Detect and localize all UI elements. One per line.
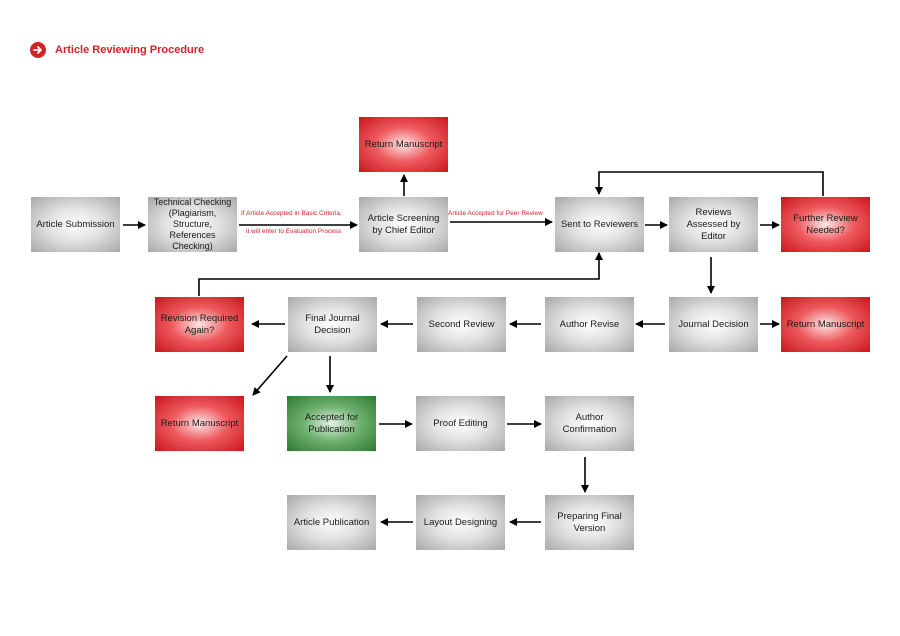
node-return-manuscript-3[interactable]: Return Manuscript xyxy=(155,396,244,451)
node-proof-editing[interactable]: Proof Editing xyxy=(416,396,505,451)
edge-label-peer-review: Article Accepted for Peer Review xyxy=(448,210,543,217)
node-return-manuscript-2[interactable]: Return Manuscript xyxy=(781,297,870,352)
node-second-review[interactable]: Second Review xyxy=(417,297,506,352)
node-article-screening[interactable]: Article Screening by Chief Editor xyxy=(359,197,448,252)
node-further-review[interactable]: Further Review Needed? xyxy=(781,197,870,252)
page-title: Article Reviewing Procedure xyxy=(55,44,205,56)
node-technical-checking[interactable]: Technical Checking (Plagiarism, Structur… xyxy=(148,197,237,252)
node-preparing-final-version[interactable]: Preparing Final Version xyxy=(545,495,634,550)
edge-further-loop-to-reviewers xyxy=(595,171,824,196)
node-journal-decision[interactable]: Journal Decision xyxy=(669,297,758,352)
edge-final-to-return xyxy=(252,355,288,396)
node-final-journal-decision[interactable]: Final Journal Decision xyxy=(288,297,377,352)
node-reviews-assessed[interactable]: Reviews Assessed by Editor xyxy=(669,197,758,252)
header: Article Reviewing Procedure xyxy=(30,42,204,58)
edge-label-basic-criteria: If Article Accepted in Basic Criteria, xyxy=(241,210,342,217)
node-revision-required[interactable]: Revision Required Again? xyxy=(155,297,244,352)
node-article-submission[interactable]: Article Submission xyxy=(31,197,120,252)
node-author-revise[interactable]: Author Revise xyxy=(545,297,634,352)
edge-label-evaluation-process: it will enter to Evaluation Process xyxy=(246,228,342,235)
node-sent-to-reviewers[interactable]: Sent to Reviewers xyxy=(555,197,644,252)
node-return-manuscript-1[interactable]: Return Manuscript xyxy=(359,117,448,172)
node-layout-designing[interactable]: Layout Designing xyxy=(416,495,505,550)
node-accepted-for-publication[interactable]: Accepted for Publication xyxy=(287,396,376,451)
node-author-confirmation[interactable]: Author Confirmation xyxy=(545,396,634,451)
node-article-publication[interactable]: Article Publication xyxy=(287,495,376,550)
edge-revision-loop-to-reviewers xyxy=(198,252,603,296)
arrow-right-circle-icon xyxy=(30,42,46,58)
